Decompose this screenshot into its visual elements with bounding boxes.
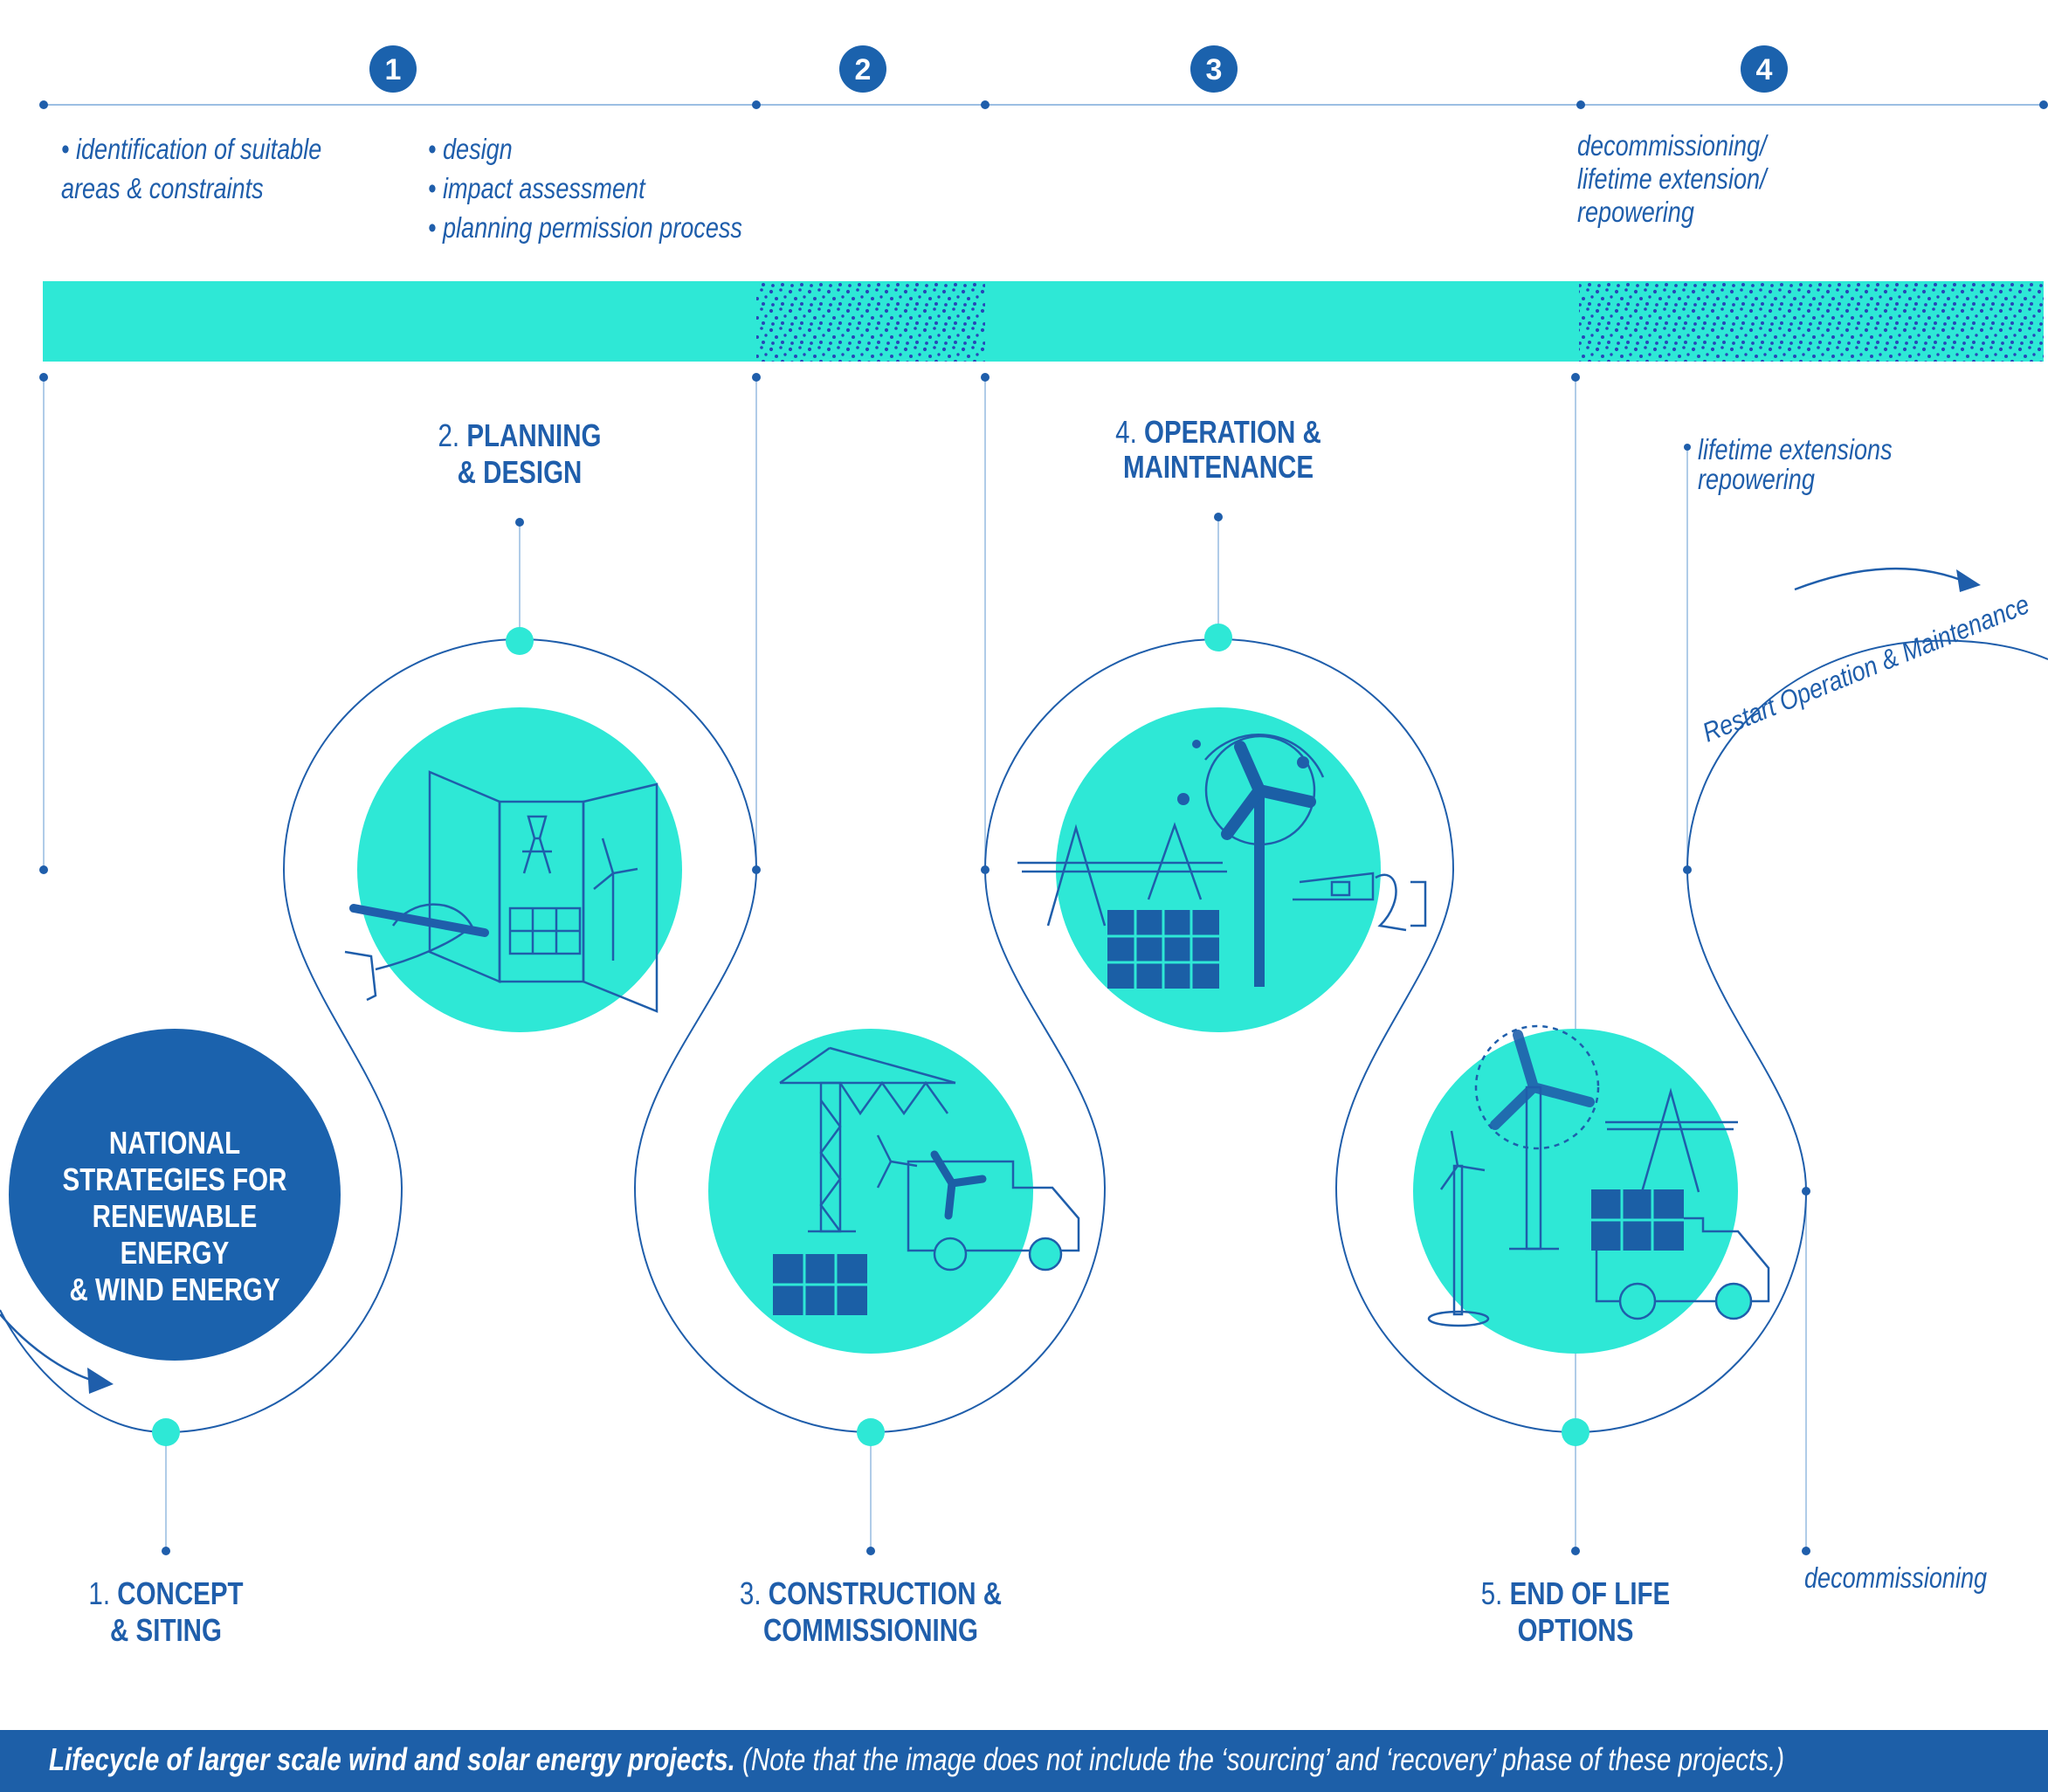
- restart-label: Restart Operation & Maintenance: [1699, 589, 2034, 748]
- note-decommissioning: decommissioning: [1804, 1561, 1988, 1594]
- phase-badge-3: 3: [1190, 45, 1238, 93]
- construction-crane-icon: [708, 1029, 1080, 1354]
- lifecycle-path: [0, 638, 2048, 1434]
- caption-bar: Lifecycle of larger scale wind and solar…: [0, 1730, 2048, 1792]
- phase-label-construction: 3. CONSTRUCTION & COMMISSIONING: [739, 1575, 1003, 1648]
- note-planning: • design • impact assessment • planning …: [428, 133, 742, 244]
- end-of-life-turbines-icon: [1413, 1024, 1770, 1354]
- restart-arc: [1794, 567, 1981, 592]
- phase-label-operation: 4. OPERATION & MAINTENANCE: [1115, 414, 1321, 485]
- phase-badge-2: 2: [839, 45, 886, 93]
- top-timeline: [39, 100, 2048, 109]
- svg-text:4: 4: [1756, 53, 1773, 86]
- wind-turbine-maintenance-icon: [1017, 707, 1427, 1032]
- path-nodes: [152, 624, 1589, 1446]
- phase-label-planning: 2. PLANNING & DESIGN: [438, 417, 602, 490]
- note-lifetime-extensions: lifetime extensions repowering: [1698, 433, 1893, 495]
- note-end-of-life: decommissioning/ lifetime extension/ rep…: [1577, 129, 1767, 228]
- note-siting: • identification of suitable areas & con…: [61, 133, 322, 204]
- entry-arrow: [0, 1313, 114, 1394]
- caption-text: Lifecycle of larger scale wind and solar…: [49, 1741, 1785, 1777]
- phase-label-end-of-life: 5. END OF LIFE OPTIONS: [1480, 1575, 1671, 1648]
- phase-badge-4: 4: [1741, 45, 1788, 93]
- phase-band: [43, 281, 2044, 362]
- national-strategies-circle: NATIONAL STRATEGIES FOR RENEWABLE ENERGY…: [9, 1029, 341, 1361]
- svg-text:3: 3: [1206, 53, 1223, 86]
- svg-text:2: 2: [855, 53, 872, 86]
- guide-dots: [39, 373, 1810, 1555]
- svg-text:1: 1: [385, 53, 402, 86]
- vertical-guides: [43, 377, 1807, 1551]
- phase-label-concept: 1. CONCEPT & SITING: [88, 1575, 244, 1648]
- phase-badge-1: 1: [369, 45, 417, 93]
- planning-map-icon: [344, 707, 682, 1032]
